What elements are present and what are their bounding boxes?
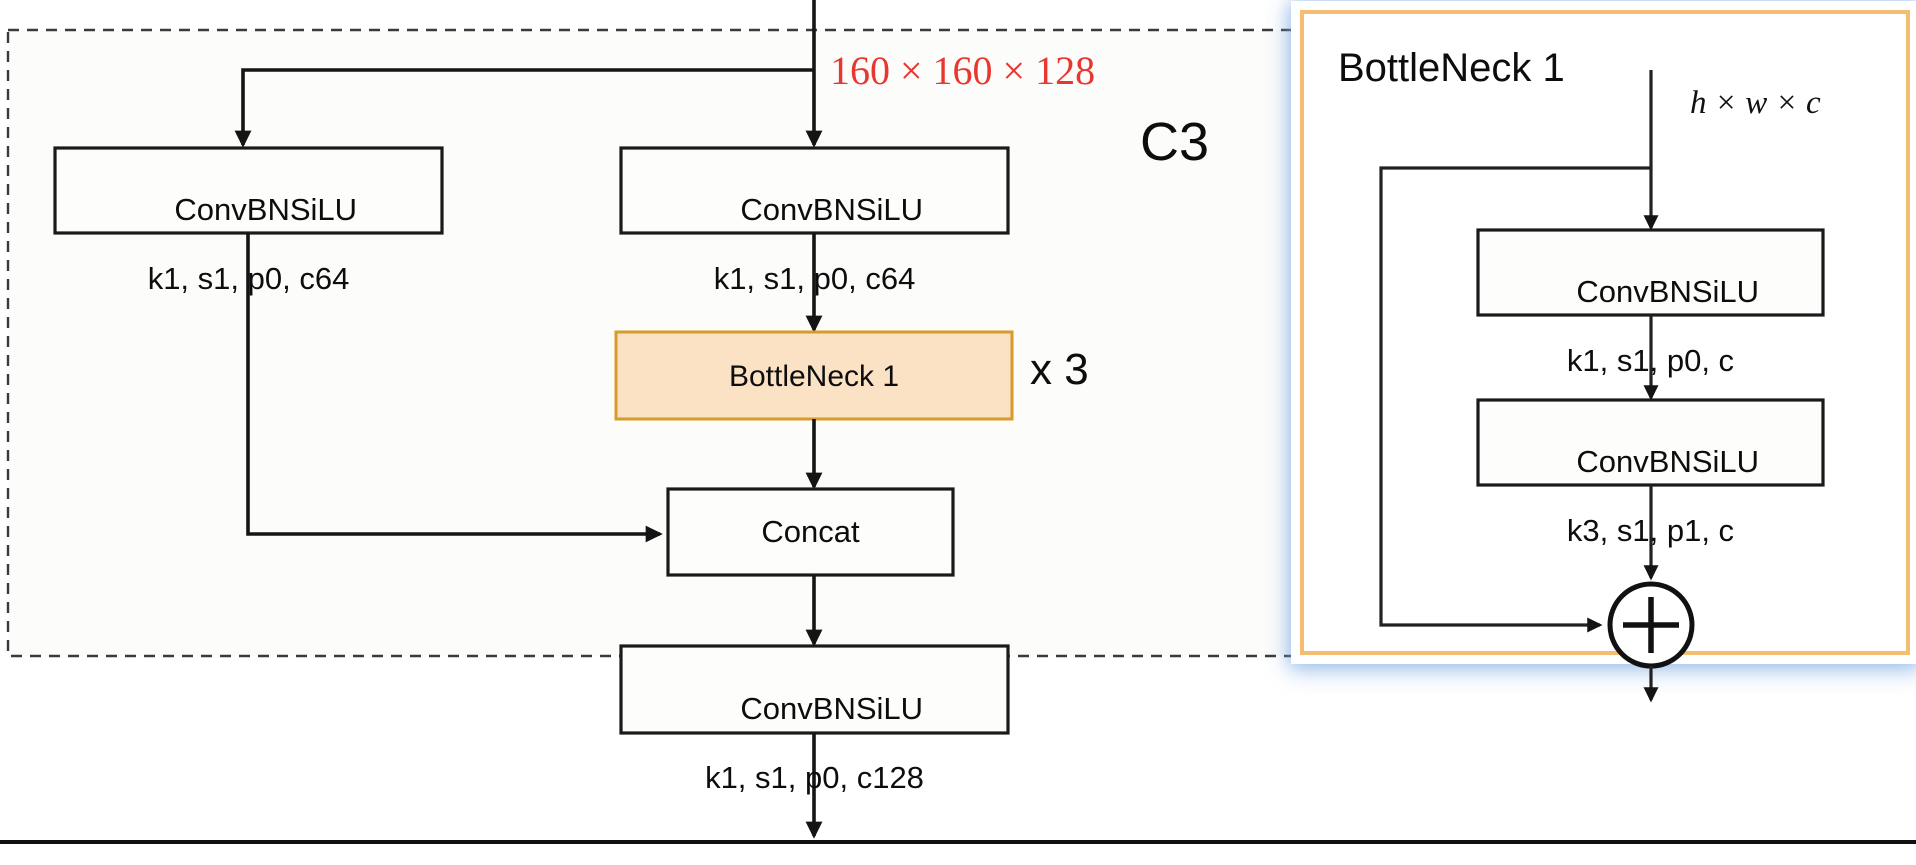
left-conv-box[interactable] bbox=[53, 146, 444, 235]
output-conv-line2: k1, s1, p0, c128 bbox=[705, 760, 924, 796]
concat-label: Concat bbox=[761, 514, 860, 549]
left-conv-label: ConvBNSiLU k1, s1, p0, c64 bbox=[55, 158, 442, 366]
output-conv-line1: ConvBNSiLU bbox=[740, 690, 924, 726]
right-conv-line1: ConvBNSiLU bbox=[740, 191, 924, 227]
panel-conv-b-label: ConvBNSiLU k3, s1, p1, c bbox=[1478, 410, 1823, 618]
edge-split-to-left-conv bbox=[234, 68, 814, 148]
bottleneck-block-label: BottleNeck 1 bbox=[728, 360, 900, 393]
left-conv-line1: ConvBNSiLU bbox=[174, 191, 358, 227]
right-conv-box[interactable] bbox=[619, 146, 1010, 235]
panel-input-tensor-shape-label: h × w × c bbox=[1690, 85, 1821, 121]
right-conv-line2: k1, s1, p0, c64 bbox=[713, 261, 916, 297]
input-tensor-shape-label: 160 × 160 × 128 bbox=[830, 48, 1096, 93]
concat-box[interactable] bbox=[666, 487, 955, 577]
c3-group-label: C3 bbox=[1140, 112, 1210, 172]
panel-conv-b-line1: ConvBNSiLU bbox=[1576, 443, 1760, 479]
bottleneck-repeat-label: x 3 bbox=[1030, 345, 1089, 394]
right-conv-label: ConvBNSiLU k1, s1, p0, c64 bbox=[621, 158, 1008, 366]
left-conv-line2: k1, s1, p0, c64 bbox=[147, 261, 350, 297]
bottleneck-block-box[interactable] bbox=[614, 330, 1014, 421]
diagram-canvas: ConvBNSiLU k1, s1, p0, c64 ConvBNSiLU k1… bbox=[0, 0, 1916, 844]
output-conv-box[interactable] bbox=[619, 644, 1010, 735]
edge-left-conv-to-concat bbox=[246, 233, 663, 543]
panel-conv-a-line2: k1, s1, p0, c bbox=[1566, 343, 1735, 379]
panel-title: BottleNeck 1 bbox=[1338, 46, 1565, 90]
panel-conv-a-line1: ConvBNSiLU bbox=[1576, 273, 1760, 309]
panel-conv-a-label: ConvBNSiLU k1, s1, p0, c bbox=[1478, 240, 1823, 448]
output-conv-label: ConvBNSiLU k1, s1, p0, c128 bbox=[621, 657, 1008, 865]
panel-conv-b-line2: k3, s1, p1, c bbox=[1566, 513, 1735, 549]
